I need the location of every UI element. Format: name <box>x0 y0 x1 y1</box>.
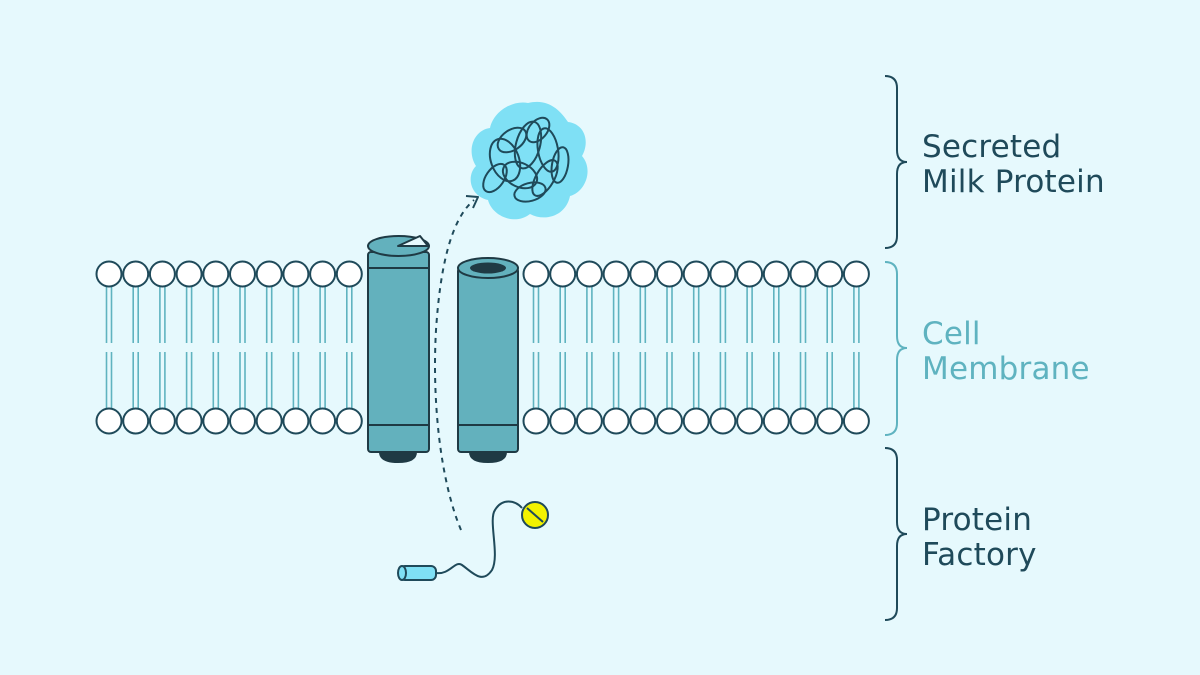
lipid-head <box>335 407 363 435</box>
lipid-head <box>229 260 256 288</box>
label-secreted-milk-protein: Secreted Milk Protein <box>922 130 1105 200</box>
lipid-head <box>816 260 844 288</box>
lipid-head <box>175 407 203 435</box>
lipid-head <box>335 260 363 288</box>
secretion-arrow <box>434 195 479 531</box>
lipid-head <box>229 407 256 435</box>
lipid-head <box>309 260 337 288</box>
lipid-head <box>522 407 550 435</box>
lipid-head <box>789 407 817 435</box>
lipid-head <box>95 407 123 435</box>
lipid-head <box>148 260 176 288</box>
lipid-head <box>709 407 737 435</box>
lipid-head <box>789 260 817 288</box>
lipid-head <box>762 407 790 435</box>
label-cell-membrane: Cell Membrane <box>922 317 1090 387</box>
lipid-head <box>762 260 790 288</box>
lipid-head <box>255 407 283 435</box>
lipid-head <box>122 260 150 288</box>
lipid-head <box>202 407 230 435</box>
lipid-head <box>202 260 230 288</box>
label-protein-factory: Protein Factory <box>922 503 1037 573</box>
lipid-head <box>282 260 310 288</box>
brace-factory <box>884 447 908 621</box>
lipid-head <box>842 260 870 288</box>
lipid-head <box>656 260 683 288</box>
lipid-head <box>255 260 283 288</box>
lipid-head <box>709 260 737 288</box>
lipid-head <box>575 407 603 435</box>
lipid-head <box>122 407 150 435</box>
lipid-head <box>175 260 203 288</box>
lipid-head <box>95 260 123 288</box>
lipid-head <box>148 407 176 435</box>
folded-protein-icon <box>470 101 588 220</box>
lipid-head <box>309 407 337 435</box>
lipid-head <box>282 407 310 435</box>
lipid-head <box>682 260 710 288</box>
label-factory-line1: Protein <box>922 502 1033 538</box>
label-secreted-line1: Secreted <box>922 129 1062 165</box>
lipid-head <box>549 260 577 288</box>
peptide-chain-icon <box>397 500 549 581</box>
channel-right <box>457 257 519 464</box>
lipid-head <box>842 407 870 435</box>
brace-secreted <box>884 75 908 249</box>
lipid-head <box>629 407 657 435</box>
lipid-bilayer <box>95 260 870 435</box>
lipid-head <box>736 407 764 435</box>
lipid-head <box>602 407 630 435</box>
label-factory-line2: Factory <box>922 537 1037 573</box>
lipid-head <box>736 260 764 288</box>
label-secreted-line2: Milk Protein <box>922 164 1105 200</box>
label-membrane-line2: Membrane <box>922 351 1090 387</box>
channel-left <box>367 235 430 464</box>
lipid-head <box>575 260 603 288</box>
lipid-head <box>629 260 657 288</box>
lipid-head <box>656 407 683 435</box>
lipid-head <box>602 260 630 288</box>
brace-membrane <box>884 261 908 436</box>
lipid-head <box>522 260 550 288</box>
lipid-head <box>816 407 844 435</box>
lipid-head <box>549 407 577 435</box>
label-membrane-line1: Cell <box>922 316 981 352</box>
lipid-head <box>682 407 710 435</box>
